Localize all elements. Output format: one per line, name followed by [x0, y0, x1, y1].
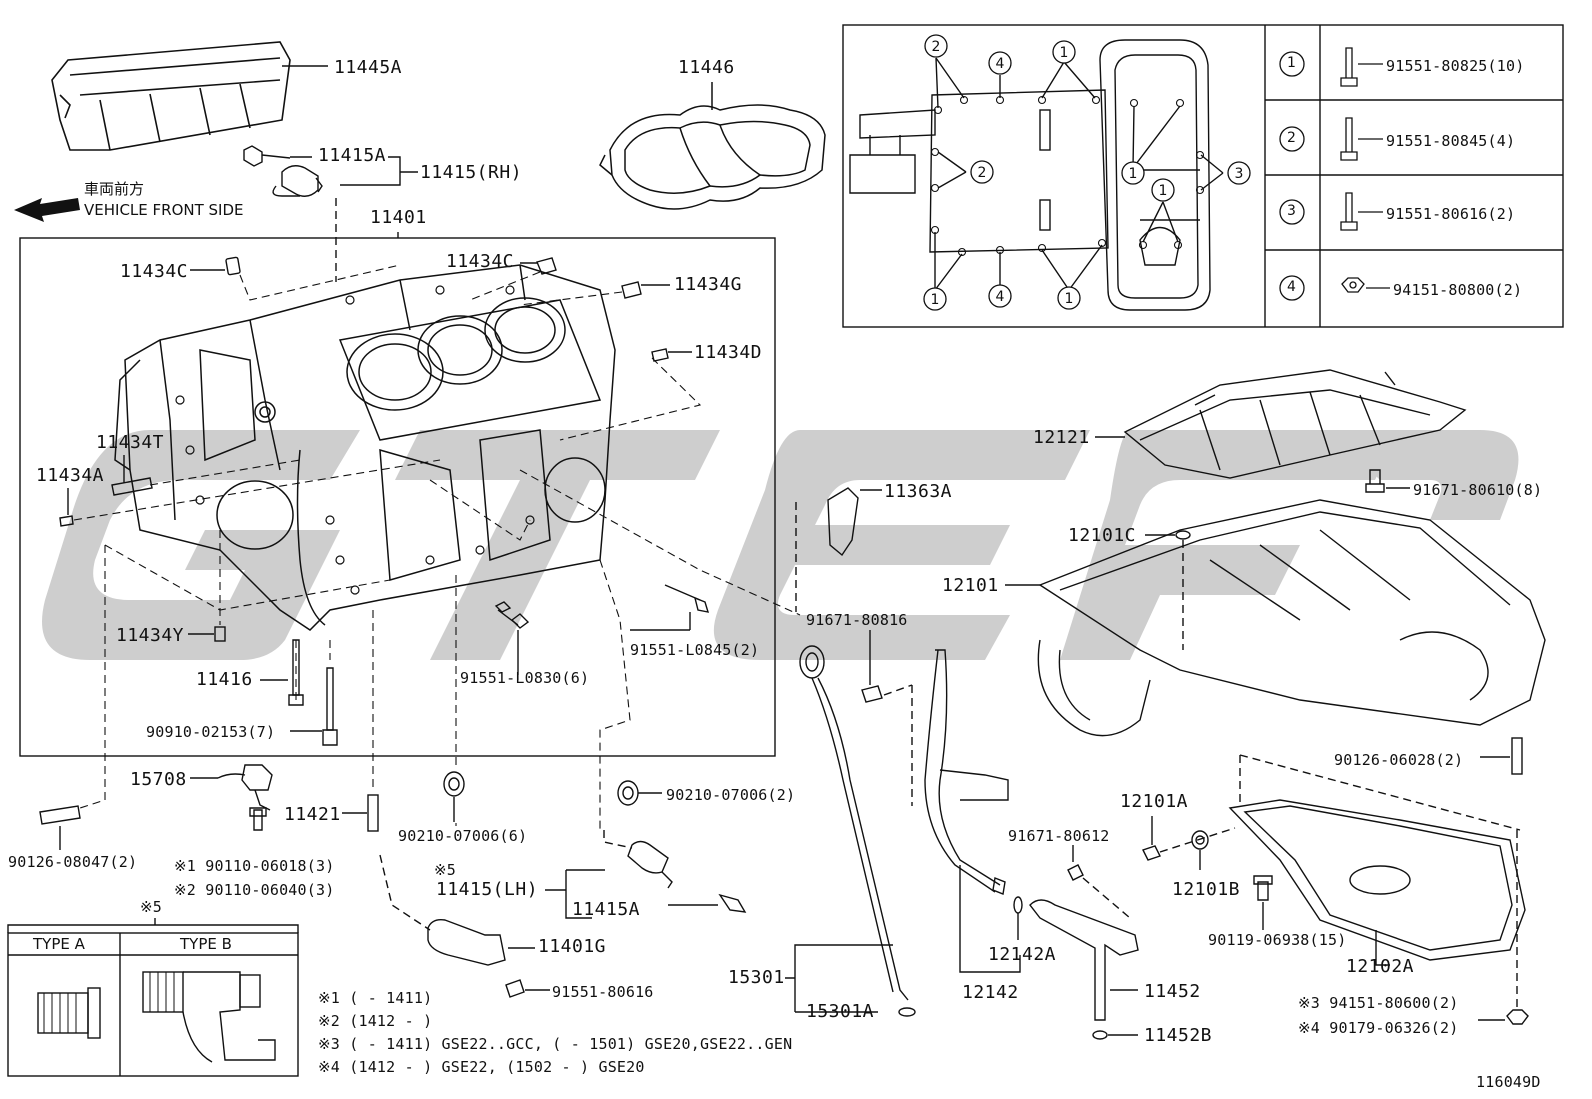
label-15301a: 15301A — [806, 1001, 875, 1022]
label-90110-06018: ※1 90110-06018(3) — [174, 857, 335, 875]
label-90910-02153: 90910-02153(7) — [146, 723, 276, 741]
label-12101c: 12101C — [1068, 525, 1137, 546]
label-type-a: TYPE A — [33, 935, 85, 953]
svg-text:1: 1 — [1129, 166, 1138, 182]
svg-text:1: 1 — [1060, 45, 1069, 61]
legend-part-4: 94151-80800(2) — [1393, 281, 1523, 299]
label-12142a: 12142A — [988, 944, 1057, 965]
label-11434t: 11434T — [96, 432, 165, 453]
legend-icons — [1279, 47, 1390, 301]
label-90126-08047: 90126-08047(2) — [8, 853, 138, 871]
footnote-1: ※1 ( - 1411) — [318, 989, 433, 1007]
label-11415-rh: 11415(RH) — [420, 162, 523, 183]
label-11401: 11401 — [370, 207, 427, 228]
part-11446-drawing — [599, 82, 826, 210]
part-11415-rh-drawing — [243, 145, 418, 282]
label-11434g: 11434G — [674, 274, 743, 295]
label-15708: 15708 — [130, 769, 187, 790]
type-box — [7, 918, 299, 1077]
label-12102a: 12102A — [1346, 956, 1415, 977]
plugs-11434-drawing — [59, 256, 692, 642]
watermark-logo — [42, 430, 1519, 660]
dashed-leaders-block — [73, 264, 801, 830]
label-11434c-mid: 11434C — [446, 251, 515, 272]
label-11434d: 11434D — [694, 342, 763, 363]
legend-part-2: 91551-80845(4) — [1386, 132, 1516, 150]
label-91671-80816: 91671-80816 — [806, 611, 908, 629]
front-label-en: VEHICLE FRONT SIDE — [84, 201, 244, 219]
legend-num-2: 2 — [1287, 130, 1296, 146]
label-11434y: 11434Y — [116, 625, 185, 646]
parts-right-drawing — [785, 369, 1546, 1040]
label-11434a: 11434A — [36, 465, 105, 486]
label-type-b: TYPE B — [180, 935, 232, 953]
label-15301: 15301 — [728, 967, 785, 988]
label-94151-80600: ※3 94151-80600(2) — [1298, 994, 1459, 1012]
label-11446: 11446 — [678, 57, 735, 78]
legend-num-4: 4 — [1287, 279, 1296, 295]
front-label-jp: 車両前方 — [84, 180, 145, 198]
label-12142: 12142 — [962, 982, 1019, 1003]
svg-text:1: 1 — [1065, 291, 1074, 307]
label-11415a-top: 11415A — [318, 145, 387, 166]
legend-part-3: 91551-80616(2) — [1386, 205, 1516, 223]
plan-callouts: 2 4 1 2 1 1 3 1 4 1 — [923, 34, 1251, 311]
label-90179-06326: ※4 90179-06326(2) — [1298, 1019, 1459, 1037]
svg-text:3: 3 — [1235, 166, 1244, 182]
label-11416: 11416 — [196, 669, 253, 690]
footnote-3: ※3 ( - 1411) GSE22..GCC, ( - 1501) GSE20… — [318, 1035, 793, 1053]
label-90119-06938: 90119-06938(15) — [1208, 931, 1347, 949]
label-11363a: 11363A — [884, 481, 953, 502]
svg-text:1: 1 — [931, 292, 940, 308]
label-note5-top: ※5 — [434, 861, 456, 879]
svg-text:1: 1 — [1159, 183, 1168, 199]
svg-text:2: 2 — [932, 39, 941, 55]
label-leaders — [455, 675, 519, 826]
oil-pan-plan-view — [849, 39, 1224, 311]
label-12101b: 12101B — [1172, 879, 1241, 900]
label-90210-07006-left: 90210-07006(6) — [398, 827, 528, 845]
label-91551-80616: 91551-80616 — [552, 983, 654, 1001]
footnote-4: ※4 (1412 - ) GSE22, (1502 - ) GSE20 — [318, 1058, 645, 1076]
label-11415a-bottom: 11415A — [572, 899, 641, 920]
bolts-block-drawing — [260, 584, 710, 746]
label-91551-l0830: 91551-L0830(6) — [460, 669, 590, 687]
legend-num-3: 3 — [1287, 203, 1296, 219]
label-91551-l0845: 91551-L0845(2) — [630, 641, 760, 659]
label-91671-80612: 91671-80612 — [1008, 827, 1110, 845]
label-12101a: 12101A — [1120, 791, 1189, 812]
front-arrow-icon — [14, 198, 80, 222]
label-11401g: 11401G — [538, 936, 607, 957]
label-11452b: 11452B — [1144, 1025, 1213, 1046]
label-11415-lh: 11415(LH) — [436, 879, 539, 900]
part-11445A-drawing — [51, 41, 328, 151]
bolt-layout-frame — [842, 24, 1564, 328]
label-90110-06040: ※2 90110-06040(3) — [174, 881, 335, 899]
legend-num-1: 1 — [1287, 55, 1296, 71]
label-11434c-left: 11434C — [120, 261, 189, 282]
svg-text:4: 4 — [996, 289, 1005, 305]
label-12121: 12121 — [1033, 427, 1090, 448]
label-11445a: 11445A — [334, 57, 403, 78]
label-11452: 11452 — [1144, 981, 1201, 1002]
svg-text:2: 2 — [978, 165, 987, 181]
label-90126-06028: 90126-06028(2) — [1334, 751, 1464, 769]
label-90210-07006-right: 90210-07006(2) — [666, 786, 796, 804]
footnote-2: ※2 (1412 - ) — [318, 1012, 433, 1030]
diagram-id: 116049D — [1476, 1073, 1541, 1091]
legend-part-1: 91551-80825(10) — [1386, 57, 1525, 75]
label-note5-type: ※5 — [140, 898, 162, 916]
label-91671-80610: 91671-80610(8) — [1413, 481, 1543, 499]
label-11421: 11421 — [284, 804, 341, 825]
label-12101: 12101 — [942, 575, 999, 596]
parts-lower-left-drawing — [39, 764, 747, 998]
block-frame — [19, 232, 776, 757]
svg-text:4: 4 — [996, 56, 1005, 72]
